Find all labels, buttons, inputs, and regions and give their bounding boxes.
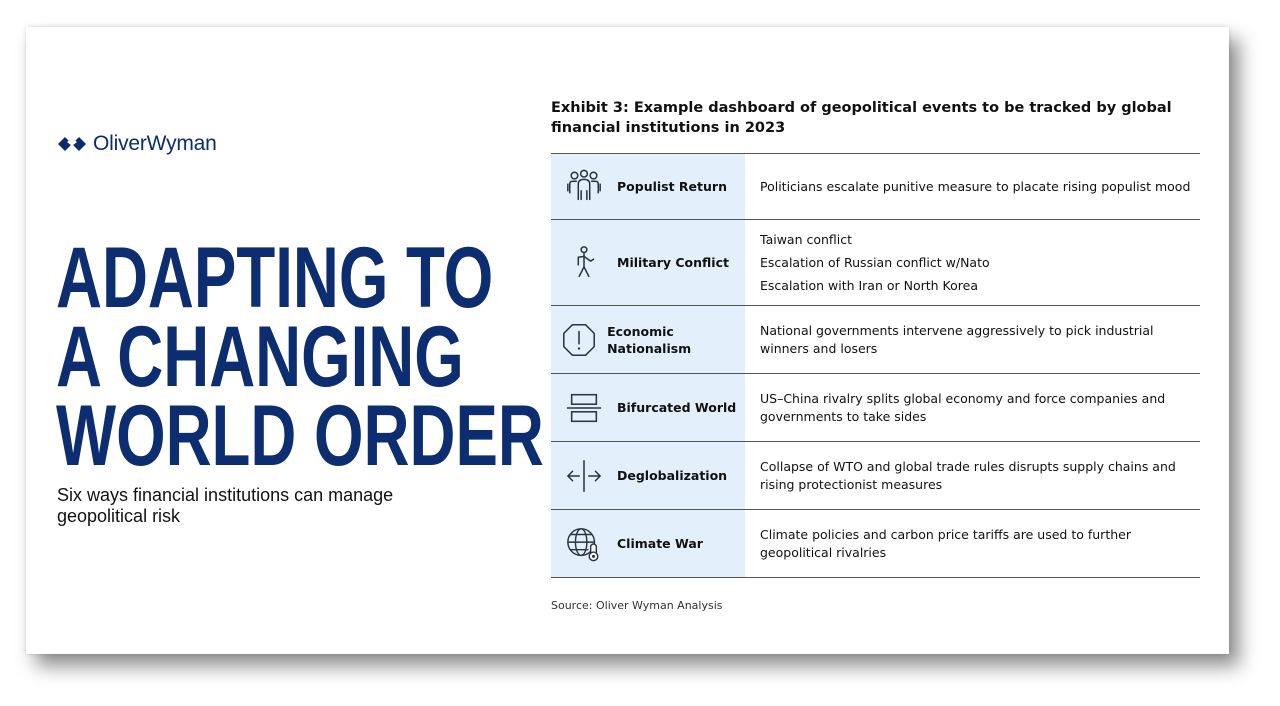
warning-octagon-icon [563, 323, 596, 356]
table-row: Bifurcated World US–China rivalry splits… [551, 374, 1200, 442]
globe-thermometer-icon [567, 527, 599, 561]
source-note: Source: Oliver Wyman Analysis [551, 599, 723, 612]
slide-card: OliverWyman ADAPTING TO A CHANGING WORLD… [26, 27, 1229, 654]
table-row: Military Conflict Taiwan conflict Escala… [551, 220, 1200, 306]
description-line: Escalation with Iran or North Korea [760, 278, 978, 293]
row-name: Military Conflict [617, 255, 729, 270]
headline: ADAPTING TO A CHANGING WORLD ORDER [56, 230, 544, 484]
headline-line: A CHANGING [56, 309, 464, 405]
description-line: Taiwan conflict [760, 232, 853, 247]
events-table: Populist Return Politicians escalate pun… [551, 153, 1200, 578]
exhibit-title: Exhibit 3: Example dashboard of geopolit… [551, 100, 1172, 136]
row-description: Collapse of WTO and global trade rules d… [745, 442, 1200, 509]
row-description: National governments intervene aggressiv… [745, 306, 1200, 373]
row-description: Politicians escalate punitive measure to… [745, 154, 1200, 219]
soldier-icon [577, 245, 595, 277]
row-name: Climate War [617, 536, 703, 551]
brand-name: OliverWyman [93, 132, 217, 155]
headline-line: ADAPTING TO [56, 230, 494, 326]
description-line: National governments intervene aggressiv… [760, 323, 1154, 356]
split-boxes-icon [566, 393, 602, 422]
row-name: Deglobalization [617, 468, 728, 483]
description-line: Climate policies and carbon price tariff… [760, 527, 1131, 560]
row-label-cell: Climate War [551, 510, 745, 577]
brand: OliverWyman [58, 132, 217, 156]
row-label-cell: Military Conflict [551, 220, 745, 305]
row-label-cell: Deglobalization [551, 442, 745, 509]
description-line: Politicians escalate punitive measure to… [760, 178, 1191, 194]
row-label-cell: Economic Nationalism [551, 306, 745, 373]
row-label-cell: Populist Return [551, 154, 745, 219]
table-row: Climate War Climate policies and carbon … [551, 510, 1200, 578]
description-line: US–China rivalry splits global economy a… [760, 391, 1166, 424]
table-row: Populist Return Politicians escalate pun… [551, 154, 1200, 220]
diverging-arrows-icon [567, 459, 601, 492]
row-description: Climate policies and carbon price tariff… [745, 510, 1200, 577]
table-row: Deglobalization Collapse of WTO and glob… [551, 442, 1200, 510]
row-name: Economic Nationalism [607, 323, 692, 356]
table-row: Economic Nationalism National government… [551, 306, 1200, 374]
subheadline: Six ways financial institutions can mana… [57, 485, 394, 526]
headline-line: WORLD ORDER [56, 388, 544, 484]
description-line: Collapse of WTO and global trade rules d… [760, 459, 1176, 492]
row-description: Taiwan conflict Escalation of Russian co… [745, 220, 1200, 305]
row-name: Bifurcated World [617, 400, 737, 415]
row-description: US–China rivalry splits global economy a… [745, 374, 1200, 441]
row-label-cell: Bifurcated World [551, 374, 745, 441]
oliverwyman-logo-icon [58, 137, 86, 151]
row-name: Populist Return [617, 179, 727, 194]
people-group-icon [567, 169, 601, 200]
description-line: Escalation of Russian conflict w/Nato [760, 255, 990, 270]
